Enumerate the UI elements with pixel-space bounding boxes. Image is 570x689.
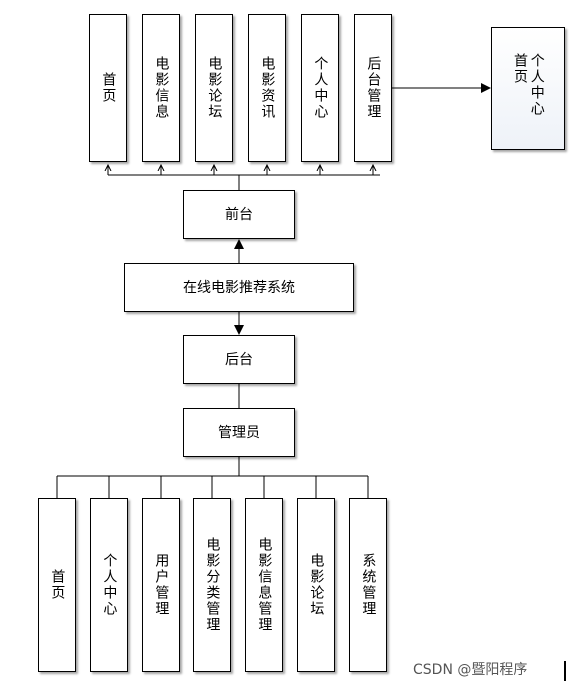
- admin-item-label: 电影论坛: [308, 553, 325, 617]
- front-item-label: 首页: [100, 72, 117, 104]
- back-node-label: 后台: [225, 351, 253, 368]
- admin-item-label: 电影信息管理: [256, 537, 273, 633]
- admin-item-label: 用户管理: [153, 553, 170, 617]
- admin-item-personal-center: 个人中心: [90, 498, 128, 672]
- front-item-label: 电影论坛: [206, 56, 223, 120]
- admin-item-label: 个人中心: [101, 553, 118, 617]
- front-item-label: 个人中心: [312, 56, 329, 120]
- front-item-personal-center: 个人中心: [301, 14, 339, 162]
- front-node: 前台: [183, 190, 295, 239]
- admin-item-home: 首页: [38, 498, 76, 672]
- back-node: 后台: [183, 335, 295, 384]
- text-cursor: [564, 661, 566, 681]
- front-item-label: 电影信息: [153, 56, 170, 120]
- watermark-text: CSDN @暨阳程序: [413, 662, 528, 678]
- system-node-label: 在线电影推荐系统: [183, 279, 295, 296]
- front-item-movie-news: 电影资讯: [248, 14, 286, 162]
- front-item-movie-forum: 电影论坛: [195, 14, 233, 162]
- personal-center-home-label: 个人中心首页: [512, 52, 545, 117]
- admin-item-user-management: 用户管理: [142, 498, 180, 672]
- front-item-home: 首页: [89, 14, 127, 162]
- admin-item-movie-category-management: 电影分类管理: [193, 498, 231, 672]
- system-node: 在线电影推荐系统: [124, 263, 354, 312]
- admin-item-label: 电影分类管理: [204, 537, 221, 633]
- admin-item-label: 系统管理: [360, 553, 377, 617]
- admin-item-system-management: 系统管理: [349, 498, 387, 672]
- admin-item-movie-info-management: 电影信息管理: [245, 498, 283, 672]
- front-item-label: 电影资讯: [259, 56, 276, 120]
- admin-item-movie-forum: 电影论坛: [297, 498, 335, 672]
- front-item-label: 后台管理: [365, 56, 382, 120]
- front-item-backend-admin: 后台管理: [354, 14, 392, 162]
- personal-center-home-box: 个人中心首页: [491, 27, 565, 150]
- front-node-label: 前台: [225, 206, 253, 223]
- admin-node: 管理员: [183, 408, 295, 457]
- front-item-movie-info: 电影信息: [142, 14, 180, 162]
- admin-item-label: 首页: [49, 569, 66, 601]
- admin-node-label: 管理员: [218, 424, 260, 441]
